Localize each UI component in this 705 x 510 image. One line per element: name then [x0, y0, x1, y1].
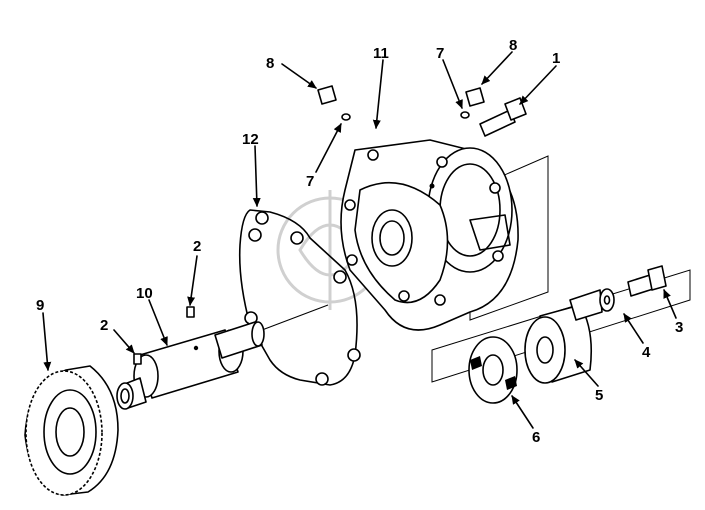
callout-2-left: 2 [100, 317, 108, 334]
callout-12: 12 [242, 131, 259, 148]
washer-disc [468, 336, 518, 404]
shaft [116, 321, 265, 410]
callout-7-right: 7 [436, 45, 444, 62]
callout-6: 6 [532, 429, 540, 446]
gear [24, 365, 119, 496]
grease-fitting-2-top [186, 306, 195, 318]
bolt-3 [627, 265, 667, 297]
callout-7-left: 7 [306, 173, 314, 190]
callout-2-top: 2 [193, 238, 201, 255]
flat-washer [599, 288, 615, 312]
o-ring-7-left [341, 113, 351, 121]
callout-4: 4 [642, 344, 651, 361]
housing [340, 139, 519, 331]
callout-8-left: 8 [266, 55, 274, 72]
coupling-hub [524, 289, 603, 384]
grease-fitting-2-left [133, 353, 142, 365]
plug-8-left [317, 85, 337, 105]
callout-3: 3 [675, 319, 683, 336]
plug-8-right [465, 87, 485, 107]
o-ring-7-right [460, 111, 470, 119]
callout-10: 10 [136, 285, 153, 302]
callout-9: 9 [36, 297, 44, 314]
bolt-1 [479, 97, 527, 137]
callout-11: 11 [373, 45, 389, 62]
callout-5: 5 [595, 387, 603, 404]
gasket [238, 209, 361, 386]
leader-arrows [42, 51, 677, 429]
callout-1: 1 [552, 50, 560, 67]
callout-8-right: 8 [509, 37, 517, 54]
